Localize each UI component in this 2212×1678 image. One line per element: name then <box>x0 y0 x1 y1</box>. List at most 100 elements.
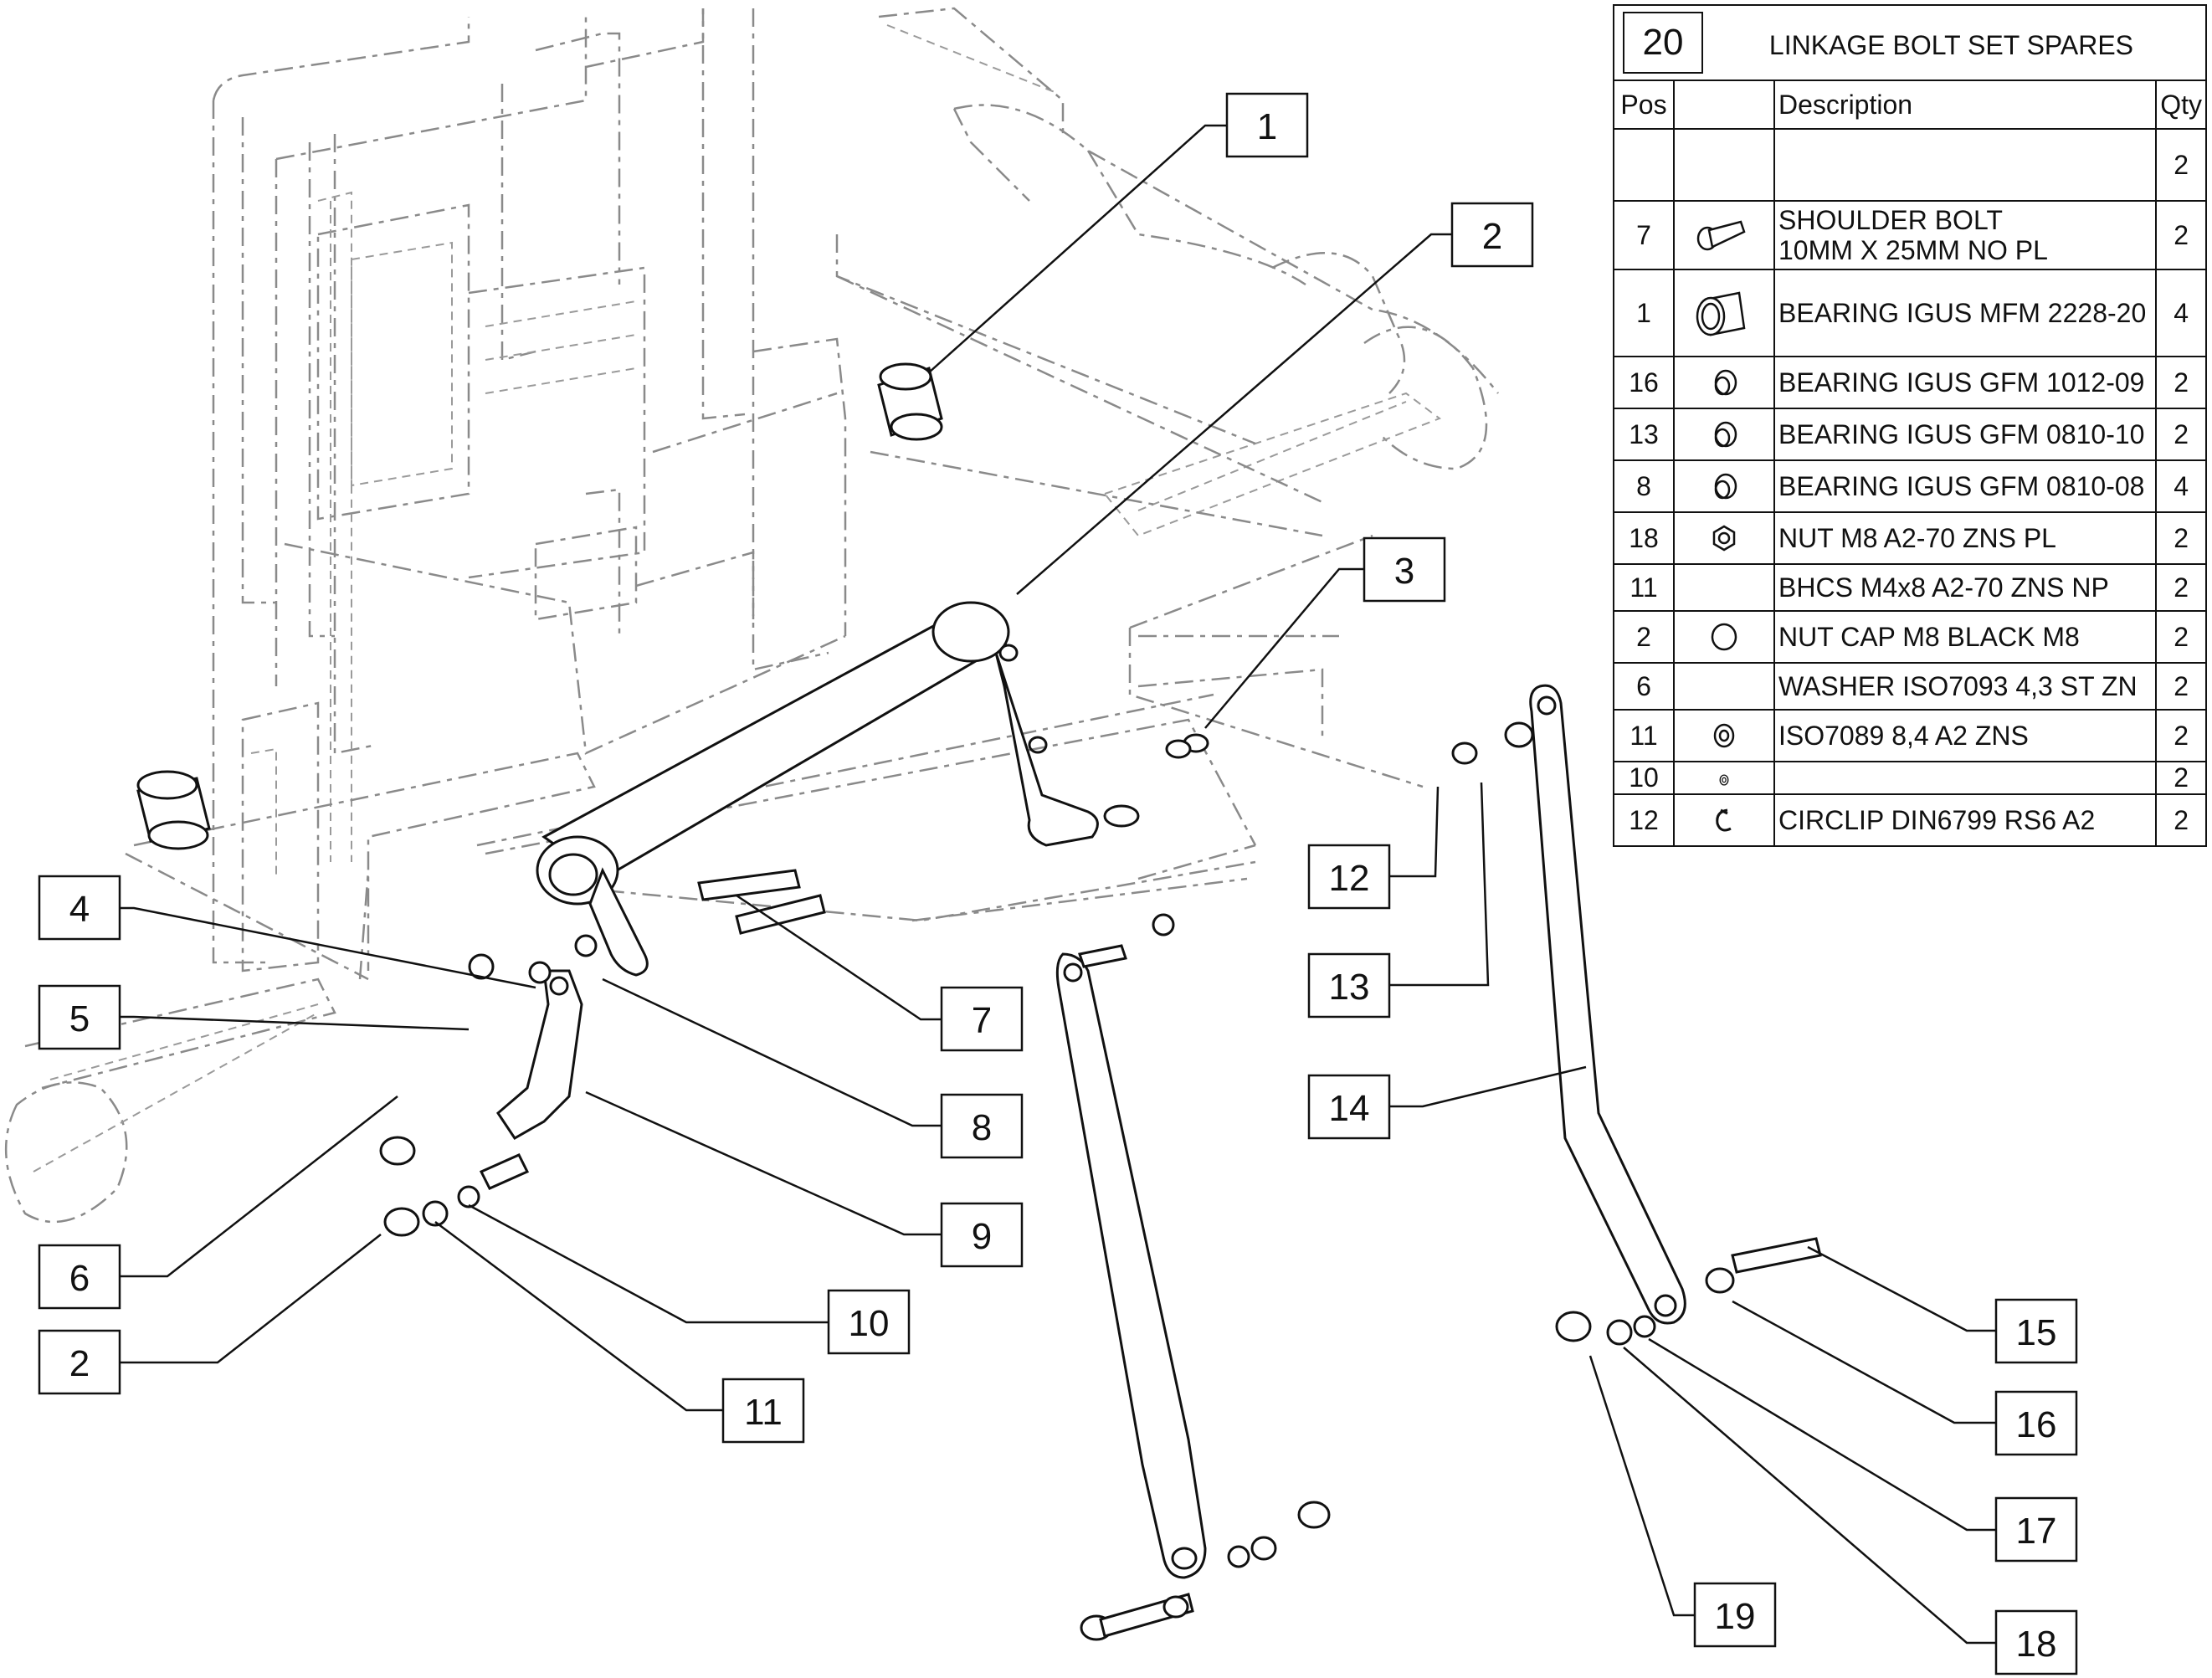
row-description-line1: WASHER ISO7093 4,3 ST ZN <box>1778 671 2138 701</box>
callout-18: 18 <box>1994 1609 2078 1675</box>
row-icon-empty <box>1673 662 1775 711</box>
callout-13: 13 <box>1307 952 1391 1019</box>
callout-label: 7 <box>972 1000 992 1041</box>
row-qty: 4 <box>2155 459 2207 513</box>
table-title-row: 20 LINKAGE BOLT SET SPARES <box>1613 4 2207 81</box>
row-pos: 13 <box>1613 408 1675 461</box>
callout-15: 15 <box>1994 1298 2078 1364</box>
row-description: NUT CAP M8 BLACK M8 <box>1773 610 2158 664</box>
row-pos: 2 <box>1613 610 1675 664</box>
callout-label: 11 <box>744 1392 783 1433</box>
table-title: LINKAGE BOLT SET SPARES <box>1768 30 2134 60</box>
callout-2-top: 2 <box>1450 202 1534 268</box>
callout-label: 2 <box>69 1343 90 1384</box>
callout-label: 1 <box>1257 106 1277 147</box>
table-row: 2 <box>1613 128 2207 202</box>
row-description-line2: 10MM X 25MM NO PL <box>1778 235 2048 265</box>
row-pos: 16 <box>1613 356 1675 409</box>
callout-1: 1 <box>1225 92 1309 158</box>
cross-tube-assembly <box>536 601 1099 977</box>
row-description-line1: BEARING IGUS GFM 0810-10 <box>1778 419 2145 449</box>
row-description: WASHER ISO7093 4,3 ST ZN <box>1773 662 2158 711</box>
row-qty: 2 <box>2155 662 2207 711</box>
callout-label: 8 <box>972 1107 992 1148</box>
center-long-link <box>1055 944 1207 1579</box>
row-qty: 2 <box>2155 408 2207 461</box>
shoulder-bolt-icon <box>1673 200 1775 270</box>
callout-16: 16 <box>1994 1390 2078 1456</box>
row-pos: 11 <box>1613 563 1675 612</box>
callouts: 1 2 3 4 5 6 2 7 8 9 10 11 12 13 14 15 16… <box>38 92 2078 1675</box>
row-pos <box>1613 128 1675 202</box>
row-qty: 2 <box>2155 128 2207 202</box>
callout-label: 4 <box>69 889 90 930</box>
row-description: BEARING IGUS GFM 1012-09 <box>1773 356 2158 409</box>
callout-label: 17 <box>2016 1511 2057 1552</box>
row-description-line1: BEARING IGUS MFM 2228-20 <box>1778 298 2147 328</box>
callout-19: 19 <box>1693 1582 1777 1648</box>
row-description-line1: BEARING IGUS GFM 1012-09 <box>1778 367 2145 398</box>
row-description: BEARING IGUS GFM 0810-10 <box>1773 408 2158 461</box>
callout-14: 14 <box>1307 1074 1391 1140</box>
callout-label: 10 <box>849 1303 890 1344</box>
flanged-bearing-icon <box>1673 459 1775 513</box>
callout-5: 5 <box>38 984 121 1050</box>
header-icon <box>1673 80 1775 130</box>
callout-label: 12 <box>1329 858 1370 899</box>
callout-4: 4 <box>38 875 121 941</box>
row-pos: 11 <box>1613 709 1675 762</box>
large-bearing-icon <box>1673 269 1775 357</box>
row-description: BEARING IGUS GFM 0810-08 <box>1773 459 2158 513</box>
small-washer-icon <box>1673 761 1775 795</box>
callout-9: 9 <box>940 1202 1024 1268</box>
table-header-row: Pos Description Qty <box>1613 80 2207 130</box>
callout-12: 12 <box>1307 844 1391 910</box>
row-description <box>1773 761 2158 795</box>
row-qty: 2 <box>2155 511 2207 565</box>
row-description-line1: NUT CAP M8 BLACK M8 <box>1778 622 2080 652</box>
table-row: 2 NUT CAP M8 BLACK M8 2 <box>1613 610 2207 664</box>
row-pos: 10 <box>1613 761 1675 795</box>
row-icon-empty <box>1673 563 1775 612</box>
nut-cap-icon <box>1673 610 1775 664</box>
background-frame <box>4 7 1499 1224</box>
row-description-line1: ISO7089 8,4 A2 ZNS <box>1778 721 2029 751</box>
callout-11: 11 <box>721 1378 805 1444</box>
callout-label: 6 <box>69 1258 90 1299</box>
callout-3: 3 <box>1363 536 1446 603</box>
callout-label: 14 <box>1329 1088 1370 1129</box>
row-description-line1: BHCS M4x8 A2-70 ZNS NP <box>1778 572 2109 603</box>
row-qty: 2 <box>2155 610 2207 664</box>
parts-list-table: 20 LINKAGE BOLT SET SPARES Pos Descripti… <box>1613 4 2207 847</box>
row-pos: 1 <box>1613 269 1675 357</box>
callout-10: 10 <box>827 1289 911 1355</box>
callout-6: 6 <box>38 1244 121 1310</box>
callout-label: 13 <box>1329 967 1370 1008</box>
nut-icon <box>1673 511 1775 565</box>
flanged-bearing-icon <box>1673 356 1775 409</box>
row-description-line1: CIRCLIP DIN6799 RS6 A2 <box>1778 805 2096 835</box>
row-description: ISO7089 8,4 A2 ZNS <box>1773 709 2158 762</box>
row-qty: 2 <box>2155 793 2207 847</box>
table-row: 1 BEARING IGUS MFM 2228-20 4 <box>1613 269 2207 357</box>
set-number: 20 <box>1623 12 1703 74</box>
row-qty: 2 <box>2155 761 2207 795</box>
callout-8: 8 <box>940 1093 1024 1159</box>
callout-17: 17 <box>1994 1496 2078 1563</box>
callout-label: 2 <box>1482 216 1502 257</box>
row-qty: 4 <box>2155 269 2207 357</box>
header-pos: Pos <box>1613 80 1675 130</box>
row-description: BEARING IGUS MFM 2228-20 <box>1773 269 2158 357</box>
row-description: BHCS M4x8 A2-70 ZNS NP <box>1773 563 2158 612</box>
hardware <box>136 362 1822 1641</box>
table-row: 13 BEARING IGUS GFM 0810-10 2 <box>1613 408 2207 461</box>
